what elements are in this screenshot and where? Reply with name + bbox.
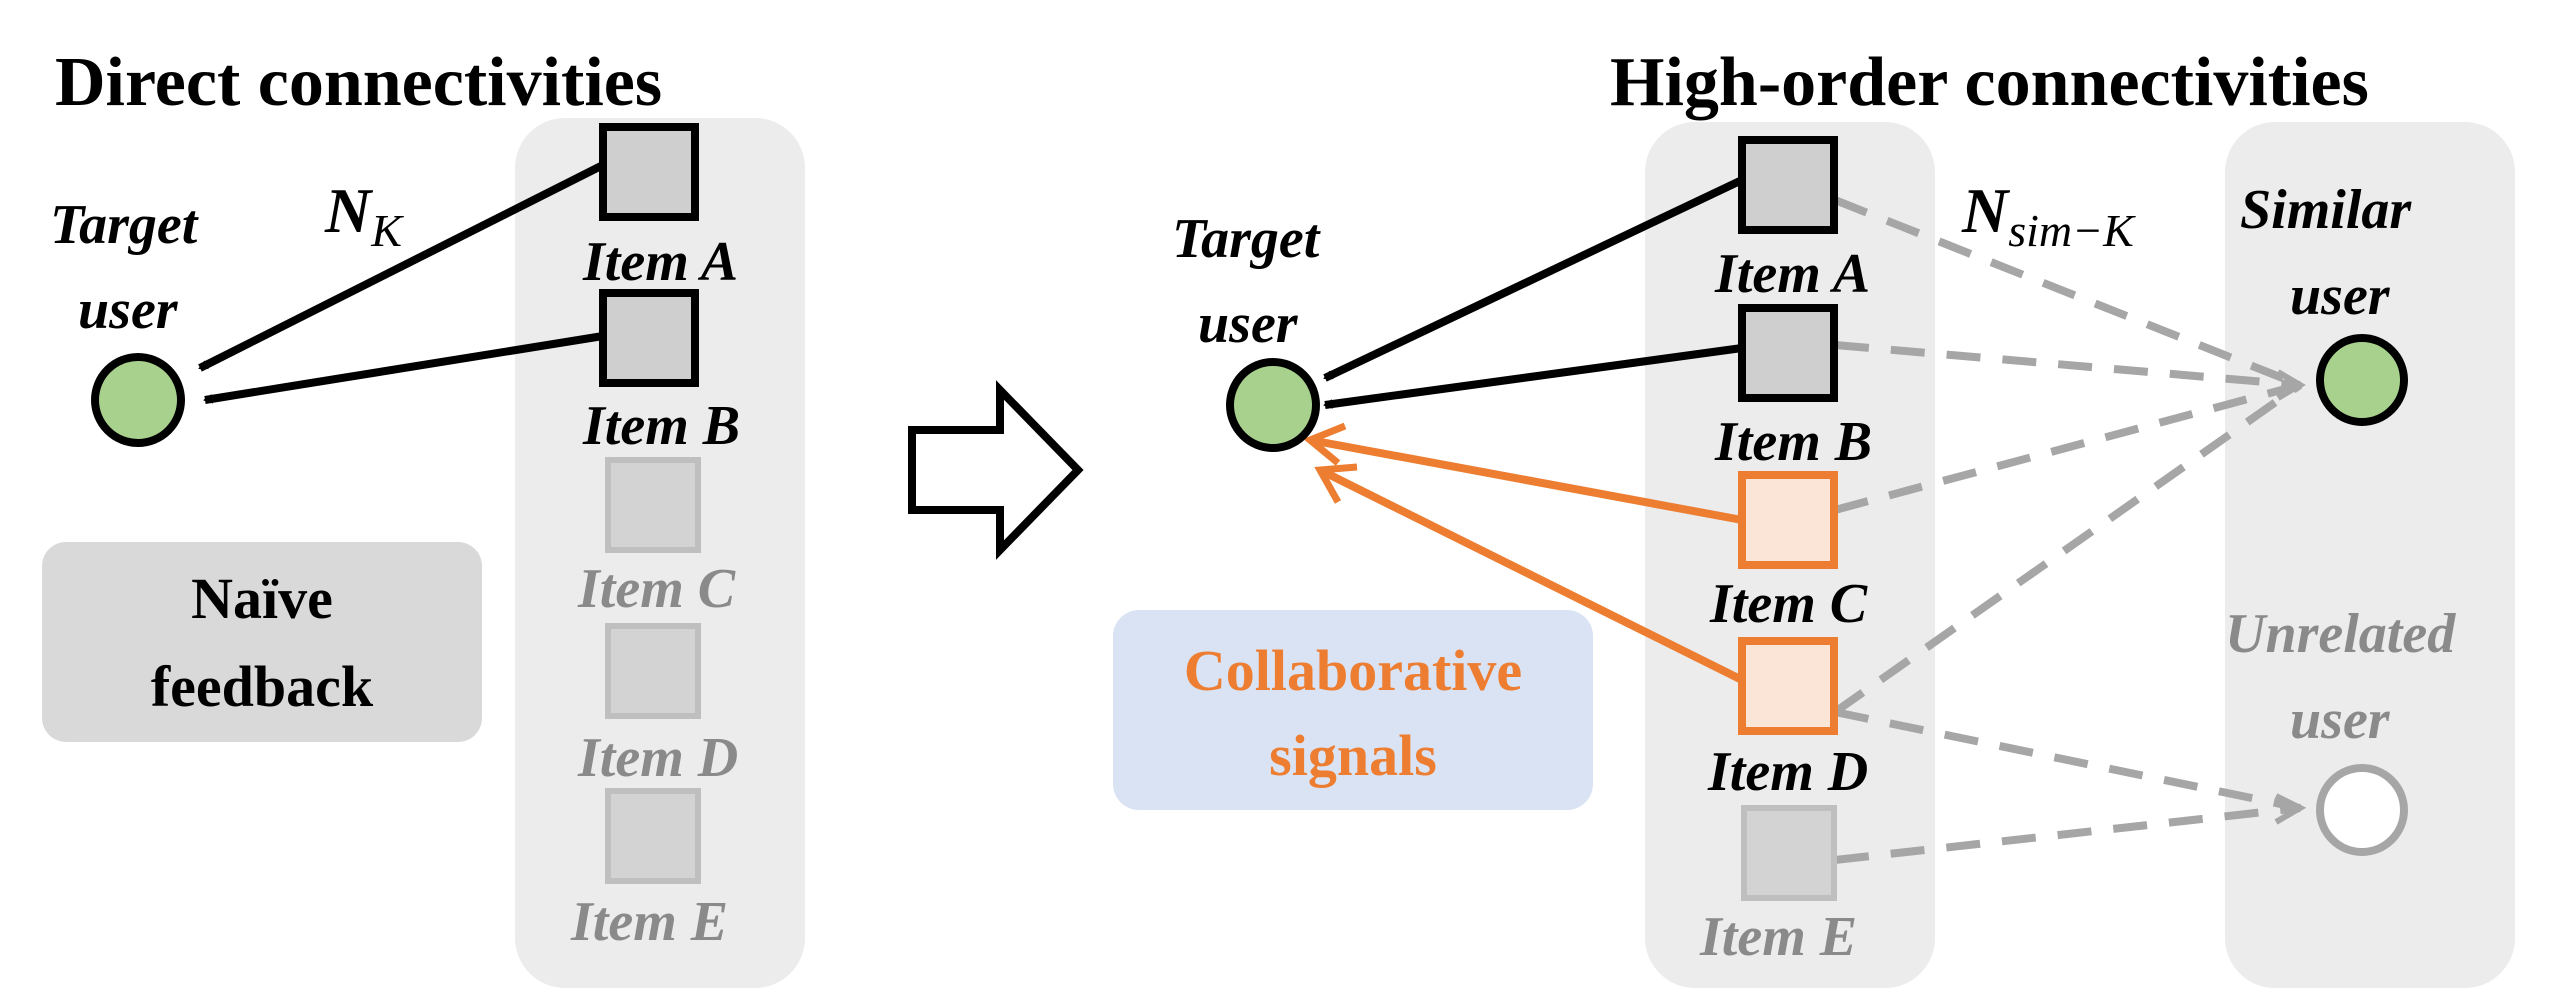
right-item-c-box (1738, 471, 1838, 569)
left-item-e-label: Item E (570, 891, 728, 953)
right-panel: High-order connectivities Item A Item B … (1113, 44, 2515, 988)
left-item-d-box (605, 623, 701, 719)
left-target-user-label-1: Target (50, 194, 199, 256)
right-edge-label: Nsim−K (1961, 175, 2136, 256)
item-c-arrowhead-icon (1303, 422, 1347, 466)
left-panel: Direct connectivities Item A Item B Item… (42, 44, 805, 988)
right-item-a-label: Item A (1714, 243, 1870, 305)
right-edge-item-a-to-user (1325, 176, 1744, 382)
right-edge-item-b-to-user (1325, 344, 1743, 409)
left-target-user-label-2: user (78, 279, 179, 341)
right-item-c-label: Item C (1709, 573, 1868, 635)
left-item-e-box (605, 788, 701, 884)
naive-feedback-box (42, 542, 482, 742)
dashed-item-c-similar (1833, 381, 2302, 514)
left-item-a-box (599, 123, 699, 221)
left-item-b-label: Item B (582, 395, 740, 457)
left-item-b-box (599, 289, 699, 387)
unrelated-user-arrowhead-icon (2274, 793, 2307, 825)
left-item-c-box (605, 457, 701, 553)
right-item-d-label: Item D (1707, 741, 1868, 803)
similar-user-label-1: Similar (2240, 179, 2412, 241)
right-edge-item-d-to-user (1318, 466, 1744, 684)
left-edge-item-b-to-user (205, 332, 604, 404)
right-item-e-box (1741, 805, 1837, 901)
right-item-a-box (1738, 136, 1838, 234)
left-edge-item-a-to-user (200, 161, 605, 372)
left-item-d-label: Item D (577, 727, 738, 789)
right-item-d-box (1738, 637, 1838, 735)
naive-feedback-line-2: feedback (151, 654, 374, 719)
right-item-b-label: Item B (1714, 411, 1872, 473)
unrelated-user-label-2: user (2290, 689, 2391, 751)
similar-user-node (2316, 334, 2408, 426)
right-target-user-label-1: Target (1172, 208, 1321, 270)
dashed-item-a-similar (1833, 196, 2302, 389)
transition-arrow-icon (908, 380, 1084, 560)
similar-user-arrowhead-icon (2276, 369, 2306, 401)
dashed-item-d-unrelated (1834, 708, 2301, 812)
dashed-item-d-similar (1832, 381, 2303, 716)
naive-feedback-line-1: Naïve (191, 566, 333, 631)
right-item-b-box (1738, 304, 1838, 402)
collaborative-signals-line-1: Collaborative (1184, 638, 1522, 703)
left-panel-title: Direct connectivities (55, 44, 662, 121)
collaborative-signals-line-2: signals (1269, 723, 1437, 788)
left-target-user-node (91, 353, 185, 447)
left-item-a-label: Item A (582, 231, 738, 293)
collaborative-signals-box (1113, 610, 1593, 810)
left-item-c-label: Item C (577, 558, 736, 620)
similar-user-label-2: user (2290, 265, 2391, 327)
right-target-user-label-2: user (1198, 293, 1299, 355)
right-panel-title: High-order connectivities (1610, 44, 2369, 121)
item-d-arrowhead-icon (1314, 463, 1358, 504)
dashed-item-b-similar (1834, 341, 2301, 389)
right-edge-item-c-to-user (1309, 436, 1743, 524)
right-item-e-label: Item E (1699, 906, 1857, 968)
right-dashed-edges (1832, 196, 2303, 864)
left-edge-label: NK (324, 175, 404, 256)
right-user-column (2225, 122, 2515, 988)
right-target-user-node (1226, 358, 1320, 452)
unrelated-user-label-1: Unrelated (2225, 603, 2456, 665)
unrelated-user-node (2316, 764, 2408, 856)
dashed-item-e-unrelated (1834, 804, 2301, 864)
